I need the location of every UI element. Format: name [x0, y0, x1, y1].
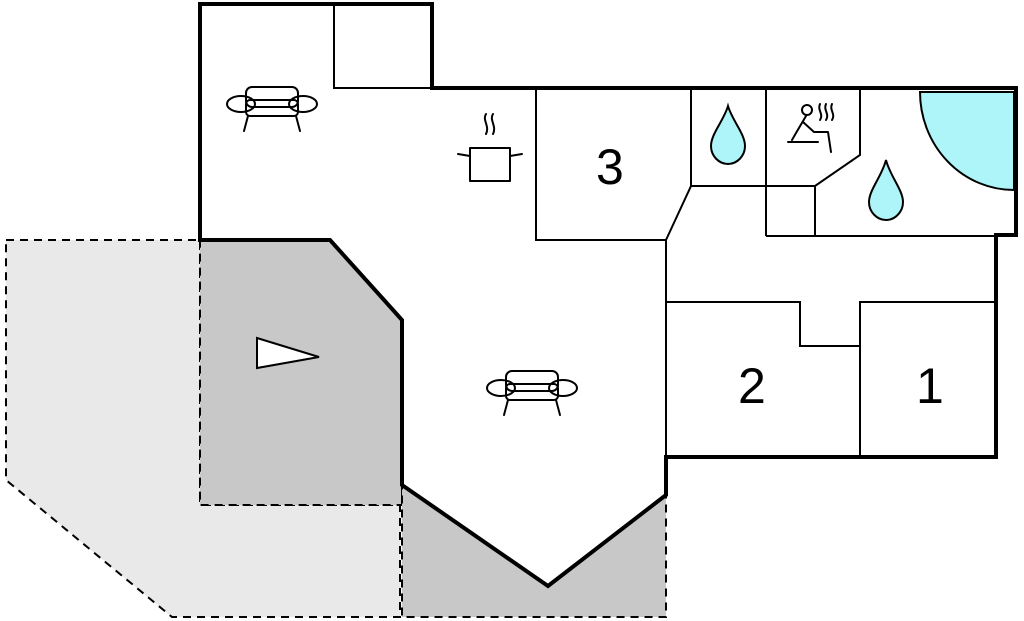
- interior-walls: [333, 4, 996, 457]
- camera-view-icon: [256, 336, 320, 370]
- room-label-1: 1: [916, 358, 944, 414]
- water-drop-icon: [867, 159, 905, 222]
- room-label-2: 2: [738, 358, 766, 414]
- water-drop-icon: [709, 102, 747, 166]
- exterior-walls: [198, 2, 1018, 589]
- room-label-3: 3: [596, 139, 624, 195]
- sofa-icon: [486, 370, 578, 416]
- cooking-pot-icon: [457, 113, 523, 182]
- sauna-icon: [787, 103, 835, 153]
- sofa-icon: [226, 86, 318, 132]
- whirlpool: [918, 91, 1015, 192]
